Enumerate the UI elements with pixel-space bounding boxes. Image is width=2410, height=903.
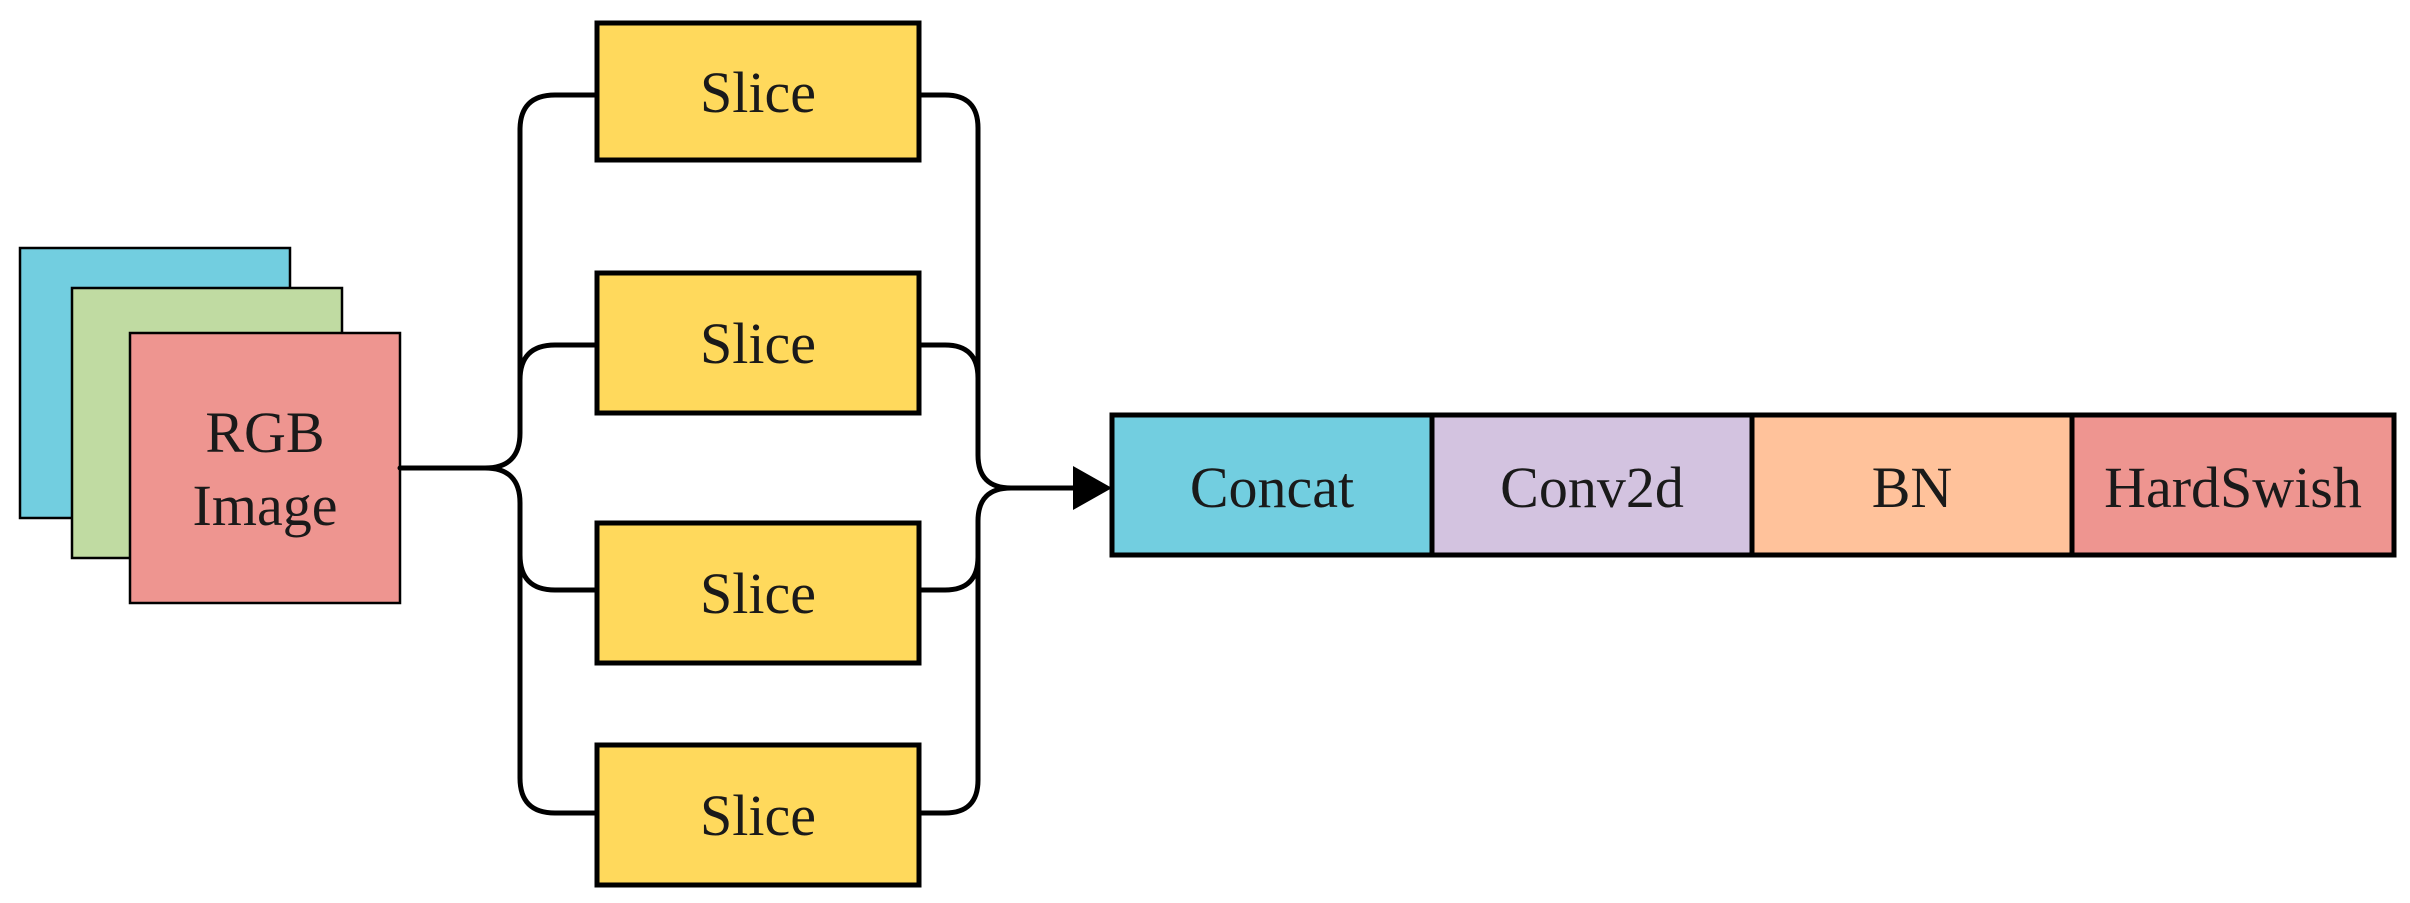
concat-block <box>1112 415 1432 555</box>
slice-box-4 <box>594 742 922 888</box>
merge-lower-arm <box>918 485 1014 816</box>
slice-label-1: Slice <box>700 60 816 125</box>
rgb-image-label-line1: RGB <box>205 400 324 465</box>
red-channel-layer <box>128 331 402 605</box>
bn-block <box>1752 415 2072 555</box>
slice-label-3: Slice <box>700 561 816 626</box>
slice-box-3 <box>594 520 922 666</box>
split-bracket <box>397 92 598 816</box>
rgb-image-stack: RGB Image <box>18 246 402 605</box>
concat-label: Concat <box>1190 455 1354 520</box>
split-upper-arm <box>482 92 598 471</box>
rgb-image-label-line2: Image <box>193 473 338 538</box>
conv2d-block <box>1432 415 1752 555</box>
slice-box-2 <box>594 270 922 416</box>
slice-boxes: Slice Slice Slice Slice <box>594 20 922 888</box>
hardswish-label: HardSwish <box>2104 455 2362 520</box>
merge-branch-2 <box>918 342 981 381</box>
merge-upper-arm <box>918 92 1014 491</box>
slice-label-2: Slice <box>700 311 816 376</box>
arrowhead-icon <box>1073 466 1112 510</box>
split-branch-3 <box>517 552 598 593</box>
bn-label: BN <box>1872 455 1953 520</box>
slice-label-4: Slice <box>700 783 816 848</box>
pipeline-block: Concat Conv2d BN HardSwish <box>1109 412 2397 558</box>
merge-bracket <box>918 92 1112 816</box>
conv2d-label: Conv2d <box>1500 455 1684 520</box>
hardswish-block <box>2072 415 2394 555</box>
merge-branch-3 <box>918 554 981 593</box>
split-lower-arm <box>482 465 598 816</box>
slice-box-1 <box>594 20 922 163</box>
split-branch-2 <box>517 342 598 383</box>
